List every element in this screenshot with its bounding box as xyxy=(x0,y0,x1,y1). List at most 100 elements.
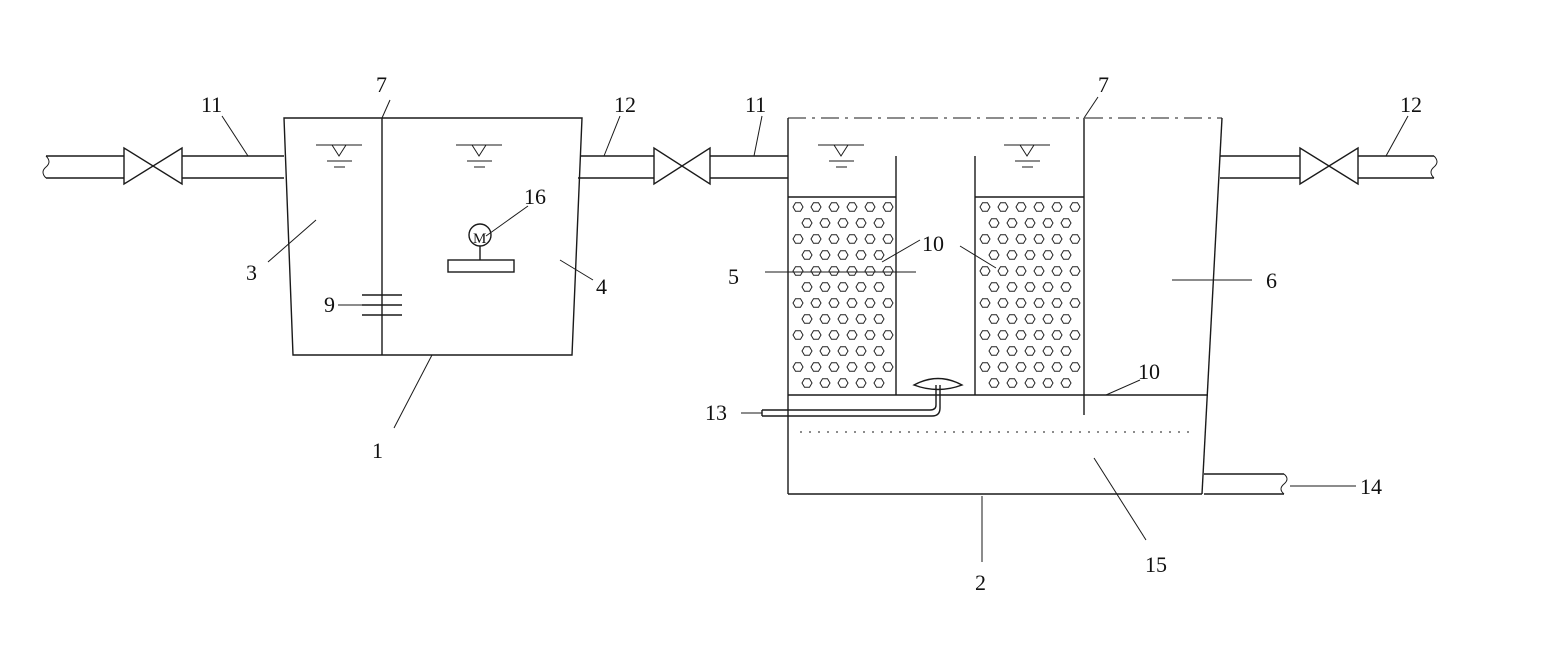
media-cell xyxy=(1033,266,1045,276)
media-cell xyxy=(1051,234,1063,244)
middle-pipe xyxy=(578,155,788,179)
media-cell xyxy=(979,362,991,372)
media-cell xyxy=(1051,362,1063,372)
media-cell xyxy=(1042,250,1054,260)
media-cell xyxy=(1060,250,1072,260)
media-cell xyxy=(1069,234,1081,244)
right-outlet-pipe xyxy=(1220,155,1438,179)
media-cell xyxy=(1024,282,1036,292)
media-cell xyxy=(837,378,849,388)
media-cell xyxy=(819,378,831,388)
media-cell xyxy=(801,218,813,228)
media-cell xyxy=(997,330,1009,340)
plates-icon xyxy=(362,294,402,316)
media-cell xyxy=(810,202,822,212)
media-cell xyxy=(997,266,1009,276)
media-cell xyxy=(1006,346,1018,356)
tank-1 xyxy=(283,117,583,356)
filter-media-right xyxy=(979,202,1081,388)
media-cell xyxy=(1060,346,1072,356)
media-cell xyxy=(988,378,1000,388)
media-cell xyxy=(792,234,804,244)
media-cell xyxy=(1033,234,1045,244)
media-cell xyxy=(855,314,867,324)
media-cell xyxy=(801,346,813,356)
media-cell xyxy=(828,202,840,212)
media-cell xyxy=(1069,266,1081,276)
media-cell xyxy=(1024,250,1036,260)
media-cell xyxy=(810,362,822,372)
media-cell xyxy=(837,250,849,260)
water-level-icon xyxy=(818,144,864,168)
media-cell xyxy=(819,218,831,228)
media-cell xyxy=(1015,266,1027,276)
media-cell xyxy=(1060,314,1072,324)
media-cell xyxy=(1006,250,1018,260)
media-cell xyxy=(864,202,876,212)
media-cell xyxy=(1069,362,1081,372)
left-inlet-valve-icon xyxy=(123,146,183,186)
water-level-icon xyxy=(1004,144,1050,168)
motor-icon: M xyxy=(447,223,515,273)
media-cell xyxy=(873,314,885,324)
media-cell xyxy=(1033,362,1045,372)
media-cell xyxy=(819,250,831,260)
media-cell xyxy=(873,378,885,388)
water-level-icon xyxy=(456,144,502,168)
media-cell xyxy=(1006,218,1018,228)
media-cell xyxy=(1024,218,1036,228)
media-cell xyxy=(828,330,840,340)
leader-lines xyxy=(221,96,1409,562)
media-cell xyxy=(997,234,1009,244)
media-cell xyxy=(1042,314,1054,324)
media-cell xyxy=(1051,266,1063,276)
media-cell xyxy=(1051,330,1063,340)
media-cell xyxy=(1033,298,1045,308)
label-inlet-left: 11 xyxy=(201,92,222,117)
media-cell xyxy=(979,330,991,340)
media-cell xyxy=(988,314,1000,324)
media-cell xyxy=(873,282,885,292)
media-cell xyxy=(873,346,885,356)
media-cell xyxy=(1024,314,1036,324)
media-cell xyxy=(988,250,1000,260)
media-cell xyxy=(828,362,840,372)
media-cell xyxy=(846,362,858,372)
media-cell xyxy=(1069,330,1081,340)
media-cell xyxy=(792,202,804,212)
tank-2 xyxy=(787,117,1223,495)
label-partition-left: 7 xyxy=(376,72,387,97)
label-aeration-pipe: 13 xyxy=(705,400,727,425)
media-cell xyxy=(979,266,991,276)
media-cell xyxy=(855,378,867,388)
label-inlet-right: 11 xyxy=(745,92,766,117)
middle-valve-icon xyxy=(653,146,711,186)
media-cell xyxy=(1042,346,1054,356)
media-cell xyxy=(837,346,849,356)
media-cell xyxy=(864,298,876,308)
aerator-icon xyxy=(761,377,964,417)
label-sludge-zone: 15 xyxy=(1145,552,1167,577)
media-cell xyxy=(801,378,813,388)
media-cell xyxy=(882,234,894,244)
media-cell xyxy=(846,234,858,244)
label-chamber-6: 6 xyxy=(1266,268,1277,293)
media-cell xyxy=(801,282,813,292)
media-cell xyxy=(792,266,804,276)
left-inlet-pipe xyxy=(42,155,284,179)
media-cell xyxy=(979,298,991,308)
media-cell xyxy=(1024,378,1036,388)
media-cell xyxy=(828,234,840,244)
media-cell xyxy=(828,298,840,308)
media-cell xyxy=(1042,378,1054,388)
media-cell xyxy=(810,266,822,276)
media-cell xyxy=(846,202,858,212)
media-cell xyxy=(837,218,849,228)
media-cell xyxy=(864,330,876,340)
water-level-icon xyxy=(316,144,362,168)
media-cell xyxy=(1051,298,1063,308)
media-cell xyxy=(855,282,867,292)
media-cell xyxy=(882,330,894,340)
media-cell xyxy=(792,362,804,372)
